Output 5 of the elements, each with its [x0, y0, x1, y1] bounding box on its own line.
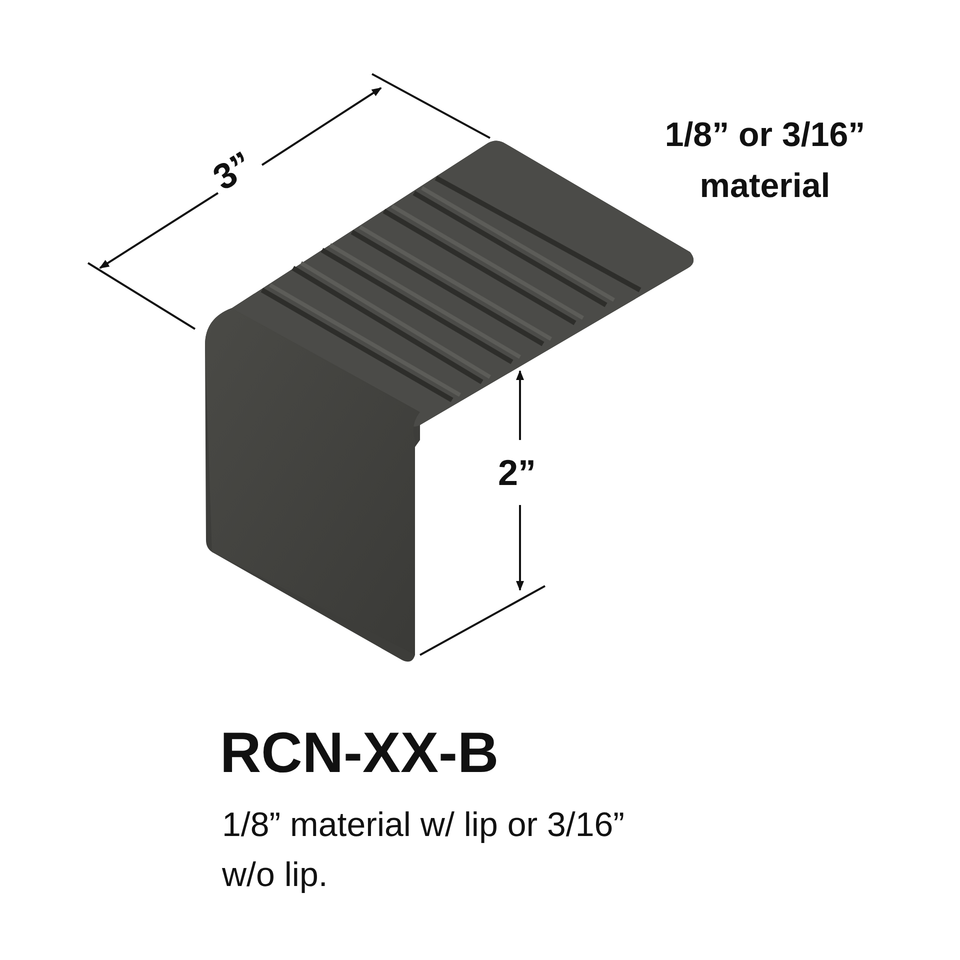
material-note: 1/8” or 3/16” material [664, 115, 866, 207]
part-number-title: RCN-XX-B [220, 720, 499, 786]
dimension-text: 3” [206, 143, 260, 199]
caption: 1/8” material w/ lip or 3/16” w/o lip. [222, 805, 626, 896]
dimension-text: 2” [498, 452, 536, 494]
